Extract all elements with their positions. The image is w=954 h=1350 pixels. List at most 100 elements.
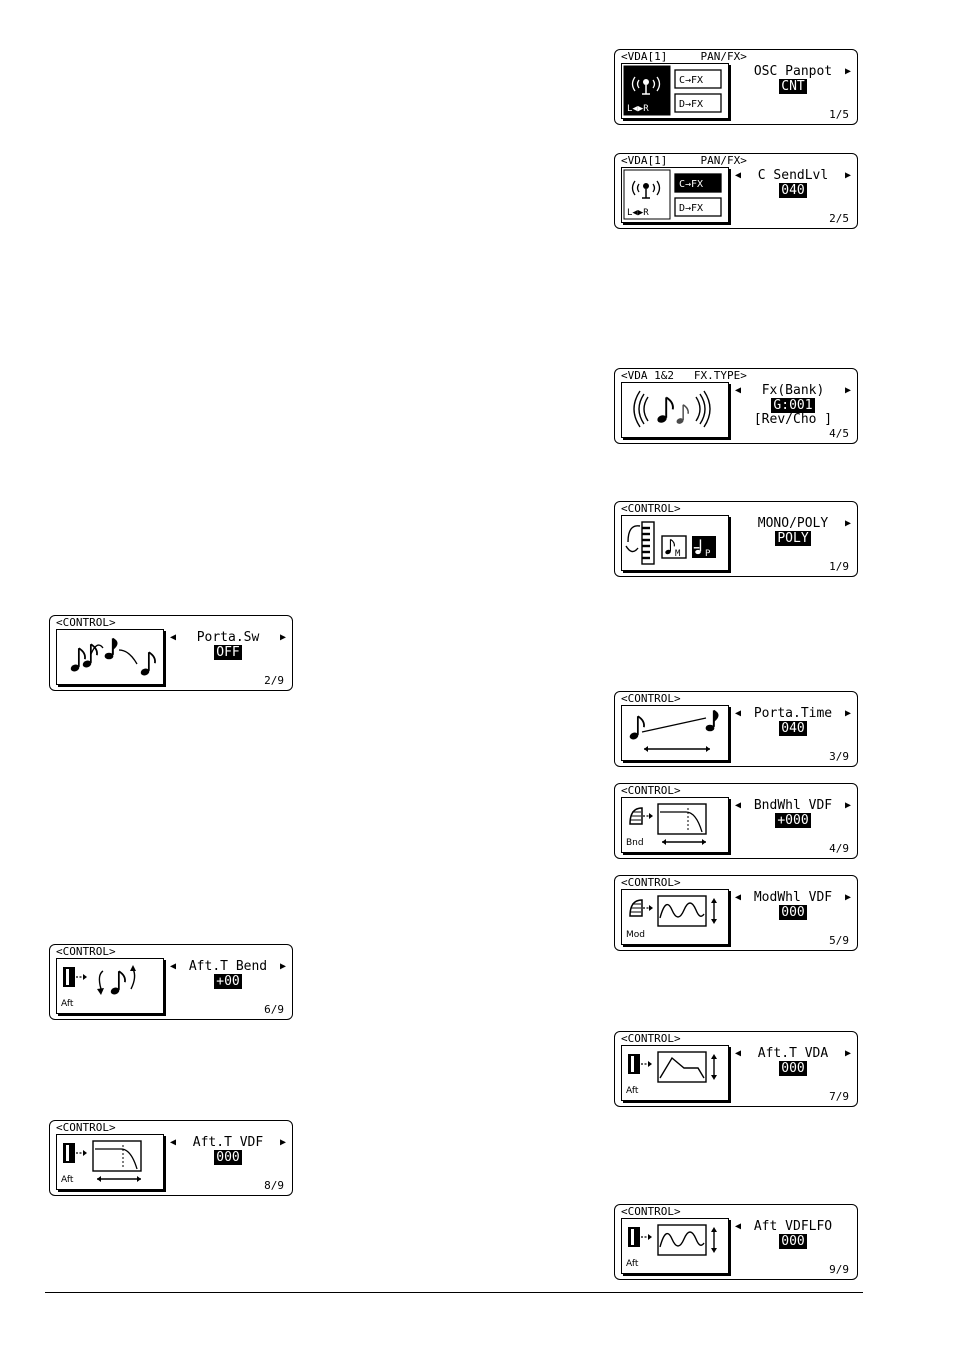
left-arrow-icon: ◀ — [734, 170, 742, 181]
parameter-value: OFF — [214, 645, 242, 660]
lcd-control-7: <CONTROL> Aft ◀ Aft.T VDA ▶ 000 7/9 — [614, 1031, 858, 1107]
left-arrow-icon: ◀ — [734, 1221, 742, 1232]
right-arrow-icon: ▶ — [844, 708, 852, 719]
parameter-value: +00 — [214, 974, 242, 989]
screen-header: <CONTROL> — [621, 876, 681, 889]
svg-text:D→FX: D→FX — [679, 99, 703, 110]
lcd-control-4: <CONTROL> Bnd ◀ BndWhl VDF ▶ +000 4/9 — [614, 783, 858, 859]
parameter-row: ◀ Aft VDFLFO — [733, 1220, 853, 1234]
parameter-name: Porta.Sw — [196, 630, 260, 645]
screen-header: <VDA 1&2 FX.TYPE> — [621, 369, 747, 382]
lcd-control-2: <CONTROL> ◀ Porta.Sw ▶ OFF 2/9 — [49, 615, 293, 691]
left-arrow-icon: ◀ — [169, 1137, 177, 1148]
lcd-control-6: <CONTROL> Aft ◀ Aft.T Bend ▶ +00 6/9 — [49, 944, 293, 1020]
parameter-value: POLY — [775, 531, 811, 546]
icon-label: Aft — [61, 1175, 74, 1185]
left-arrow-icon: ◀ — [169, 961, 177, 972]
parameter-value: 040 — [779, 183, 807, 198]
icon-label: M — [675, 549, 681, 559]
page-indicator: 7/9 — [829, 1090, 849, 1103]
parameter-row: ◀ Aft.T VDA ▶ — [733, 1047, 853, 1061]
right-arrow-icon: ▶ — [844, 892, 852, 903]
parameter-name: Fx(Bank) — [761, 383, 825, 398]
panfx-cnt-icon: L◀▶R C→FX D→FX — [623, 65, 722, 116]
screen-icon: Aft — [56, 958, 164, 1014]
page-indicator: 3/9 — [829, 750, 849, 763]
icon-label: C→FX — [679, 179, 703, 190]
parameter-name: MONO/POLY — [757, 516, 829, 531]
lcd-control-9: <CONTROL> Aft ◀ Aft VDFLFO 000 9/9 — [614, 1204, 858, 1280]
screen-icon — [621, 705, 729, 761]
icon-label: C→FX — [679, 75, 703, 86]
parameter-row: ◀ ModWhl VDF ▶ — [733, 891, 853, 905]
screen-header: <CONTROL> — [56, 945, 116, 958]
page-indicator: 6/9 — [264, 1003, 284, 1016]
parameter-name: Aft.T VDF — [192, 1135, 264, 1150]
page-indicator: 8/9 — [264, 1179, 284, 1192]
svg-text:Aft: Aft — [626, 1086, 639, 1096]
lcd-control-8: <CONTROL> Aft ◀ Aft.T VDF ▶ 000 8/9 — [49, 1120, 293, 1196]
aft-vdf-icon: Aft — [61, 1140, 142, 1185]
left-arrow-icon: ◀ — [734, 892, 742, 903]
screen-header: <VDA[1] PAN/FX> — [621, 154, 747, 167]
page-indicator: 1/5 — [829, 108, 849, 121]
svg-text:Aft: Aft — [61, 999, 74, 1009]
screen-header: <CONTROL> — [56, 1121, 116, 1134]
left-arrow-icon: ◀ — [734, 1048, 742, 1059]
parameter-row: MONO/POLY ▶ — [733, 517, 853, 531]
right-arrow-icon: ▶ — [279, 632, 287, 643]
parameter-value-extra: [Rev/Cho ] — [753, 412, 833, 427]
svg-text:Mod: Mod — [626, 930, 645, 940]
icon-label: L◀▶R — [627, 208, 649, 218]
fx-type-icon — [633, 390, 711, 428]
svg-text:D→FX: D→FX — [679, 203, 703, 214]
page-indicator: 4/5 — [829, 427, 849, 440]
svg-text:Bnd: Bnd — [626, 838, 644, 848]
right-arrow-icon: ▶ — [844, 170, 852, 181]
page-indicator: 2/5 — [829, 212, 849, 225]
right-arrow-icon: ▶ — [844, 385, 852, 396]
parameter-name: Aft VDFLFO — [753, 1219, 833, 1234]
aft-bend-icon: Aft — [61, 965, 136, 1009]
screen-icon: Mod — [621, 889, 729, 945]
parameter-row: ◀ BndWhl VDF ▶ — [733, 799, 853, 813]
icon-label: L◀▶R — [627, 104, 649, 114]
screen-header: <CONTROL> — [56, 616, 116, 629]
panfx-c-icon: L◀▶R C→FX D→FX — [623, 169, 722, 220]
screen-header: <CONTROL> — [621, 1205, 681, 1218]
parameter-name: Aft.T VDA — [757, 1046, 829, 1061]
icon-label: Mod — [626, 930, 645, 940]
parameter-value: CNT — [779, 79, 807, 94]
right-arrow-icon: ▶ — [844, 800, 852, 811]
parameter-value: 000 — [214, 1150, 242, 1165]
aft-vda-icon: Aft — [626, 1051, 717, 1096]
porta-time-icon — [629, 709, 719, 752]
parameter-row: ◀ Aft.T VDF ▶ — [168, 1136, 288, 1150]
screen-header: <CONTROL> — [621, 502, 681, 515]
right-arrow-icon: ▶ — [844, 1048, 852, 1059]
screen-icon: Bnd — [621, 797, 729, 853]
bnd-vdf-icon: Bnd — [626, 803, 707, 848]
parameter-name: OSC Panpot — [753, 64, 833, 79]
lcd-control-3: <CONTROL> ◀ Porta.Time ▶ 040 3/9 — [614, 691, 858, 767]
page-indicator: 1/9 — [829, 560, 849, 573]
left-arrow-icon: ◀ — [734, 708, 742, 719]
screen-icon: Aft — [621, 1045, 729, 1101]
screen-header: <CONTROL> — [621, 1032, 681, 1045]
right-arrow-icon: ▶ — [279, 1137, 287, 1148]
icon-label: Aft — [626, 1259, 639, 1269]
parameter-value: 000 — [779, 1234, 807, 1249]
parameter-name: Porta.Time — [753, 706, 833, 721]
icon-label: P — [705, 549, 711, 559]
right-arrow-icon: ▶ — [844, 66, 852, 77]
screen-header: <VDA[1] PAN/FX> — [621, 50, 747, 63]
mod-vdf-icon: Mod — [626, 895, 717, 940]
parameter-value: 000 — [779, 905, 807, 920]
page-indicator: 2/9 — [264, 674, 284, 687]
footer-rule — [45, 1292, 863, 1293]
parameter-row: ◀ Porta.Time ▶ — [733, 707, 853, 721]
